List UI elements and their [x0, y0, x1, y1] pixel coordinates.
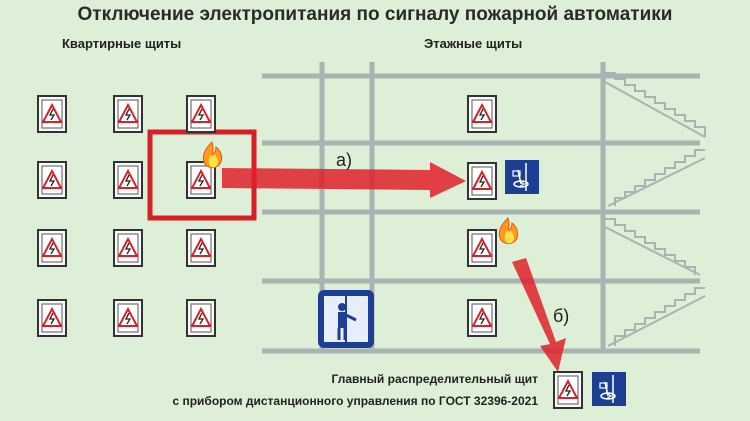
electrical-panel-icon: [37, 161, 67, 199]
arrow-b: [512, 258, 566, 372]
floor-panels: [467, 95, 497, 337]
arrow-b-label: б): [553, 306, 570, 326]
electrical-panel-icon: [186, 95, 216, 133]
fire-icon: [202, 141, 223, 169]
main-panel-title: Главный распределительный щит: [331, 372, 538, 386]
electrical-panel-icon: [467, 229, 497, 267]
diagram-title: Отключение электропитания по сигналу пож…: [77, 4, 673, 25]
fire-icon: [498, 217, 519, 245]
electrical-panel-icon: [113, 95, 143, 133]
electrical-panel-icon: [113, 229, 143, 267]
main-panel-subtitle: с прибором дистанционного управления по …: [172, 394, 538, 408]
electrical-panel-icon: [467, 162, 497, 200]
electrical-panel-icon: [186, 229, 216, 267]
electrical-panel-icon: [467, 95, 497, 133]
elevator-icon: [318, 290, 374, 348]
staircase: [604, 72, 706, 347]
floor-panels-heading: Этажные щиты: [424, 36, 523, 51]
building-structure: [262, 62, 700, 354]
electrical-panel-icon: [186, 299, 216, 337]
remote-disconnect-icon: [591, 371, 627, 407]
arrow-a-label: а): [336, 150, 353, 170]
electrical-panel-icon: [467, 299, 497, 337]
electrical-panel-icon: [37, 95, 67, 133]
electrical-panel-icon: [37, 229, 67, 267]
remote-disconnect-icon: [504, 159, 540, 195]
electrical-panel-icon: [113, 299, 143, 337]
electrical-panel-icon: [113, 161, 143, 199]
electrical-panel-icon: [37, 299, 67, 337]
apartment-panels-heading: Квартирные щиты: [62, 36, 182, 51]
arrow-a: [222, 162, 466, 198]
main-distribution-panel-icon: [553, 371, 583, 409]
